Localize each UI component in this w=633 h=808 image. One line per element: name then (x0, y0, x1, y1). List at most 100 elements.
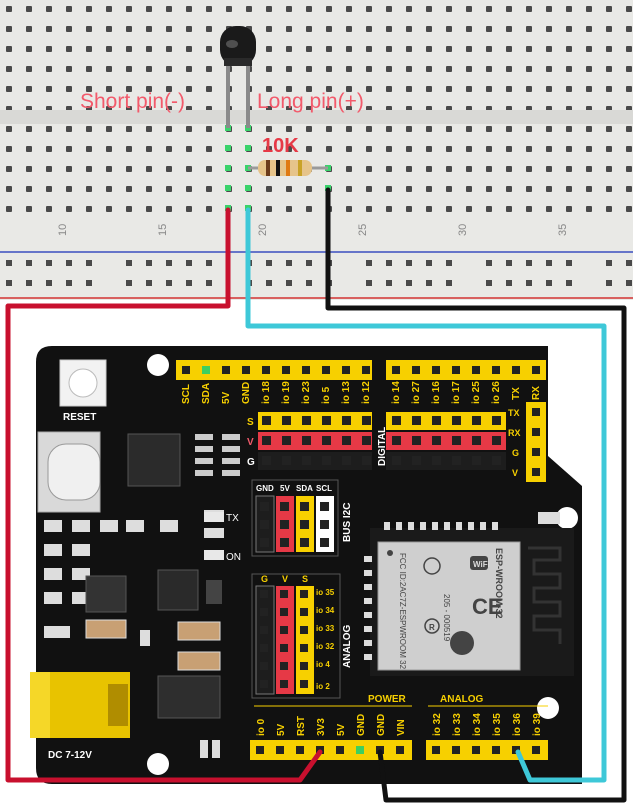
pin-hole (432, 436, 441, 445)
pin-hole (280, 520, 289, 529)
pin-hole (260, 520, 269, 529)
resistor (248, 160, 328, 176)
column-number: 30 (457, 224, 469, 236)
pin-hole (300, 538, 309, 547)
pin-hole (566, 260, 572, 266)
pin-hole (300, 590, 308, 598)
pin-hole (126, 280, 132, 286)
pin-hole (406, 280, 412, 286)
pin-label: 5V (221, 391, 232, 404)
pin-hole (260, 680, 268, 688)
pin-hole (300, 502, 309, 511)
analog-block (251, 573, 341, 699)
dc-label: DC 7-12V (48, 750, 92, 761)
pin-label: io 27 (411, 381, 422, 404)
column-number: 25 (357, 224, 369, 236)
power-label: POWER (368, 694, 407, 705)
pin-hole (392, 416, 401, 425)
power-pin-label: 5V (276, 723, 287, 736)
top-header-labels: SCL SDA 5V GND io 18 io 19 io 23 io 5 io… (181, 381, 542, 404)
pin-label: io 14 (391, 381, 402, 404)
pin-hole (300, 644, 308, 652)
i2c-header-label: 5V (280, 484, 290, 493)
tx-led (204, 512, 224, 522)
pin-label: SDA (201, 383, 212, 404)
pin-hole (392, 456, 401, 465)
pin-hole (506, 260, 512, 266)
analog-block-title: ANALOG (342, 624, 353, 668)
column-number: 15 (157, 224, 169, 236)
analog-bottom-pin-label: io 39 (532, 713, 543, 736)
pin-hole (342, 456, 351, 465)
reset-button[interactable] (59, 359, 107, 407)
pin-label: RX (531, 386, 542, 400)
pin-hole (302, 416, 311, 425)
module-code: 205 - 000519 (442, 594, 451, 642)
pin-hole (392, 436, 401, 445)
analog-pin-label: io 32 (316, 642, 335, 651)
module-name: ESP-WROOM-32 (494, 548, 504, 619)
pin-hole (452, 436, 461, 445)
pin-hole (206, 260, 212, 266)
pin-label: io 18 (261, 381, 272, 404)
pin-hole (362, 456, 371, 465)
pin-hole (280, 680, 288, 688)
on-led-label: ON (226, 552, 241, 563)
pin-hole (280, 662, 288, 670)
pin-hole (426, 260, 432, 266)
pin-hole (260, 626, 268, 634)
pin-hole (526, 260, 532, 266)
power-rail-holes (6, 260, 632, 286)
power-pin-label: 3V3 (316, 718, 327, 736)
pin-hole (286, 260, 292, 266)
sensor-component (220, 26, 256, 128)
pin-hole (260, 608, 268, 616)
pin-hole (302, 436, 311, 445)
pin-hole (282, 416, 291, 425)
pin-hole (300, 680, 308, 688)
pin-hole (146, 260, 152, 266)
pin-hole (26, 260, 32, 266)
power-pin-label: GND (356, 714, 367, 736)
pin-hole (626, 280, 632, 286)
row-label-g: G (247, 457, 255, 468)
pin-hole (320, 520, 329, 529)
pin-hole (260, 538, 269, 547)
pin-hole (86, 280, 92, 286)
breadboard: 10 15 20 25 30 35 (0, 0, 633, 300)
pin-label: io 13 (341, 381, 352, 404)
pin-label: SCL (181, 384, 192, 404)
pin-hole (6, 280, 12, 286)
power-pin-label: RST (296, 716, 307, 736)
pin-label: io 17 (451, 381, 462, 404)
digital-label: DIGITAL (377, 427, 388, 466)
i2c-header-label: SCL (316, 484, 332, 493)
pin-hole (412, 416, 421, 425)
pin-hole (366, 260, 372, 266)
pin-hole (386, 260, 392, 266)
pin-hole (566, 280, 572, 286)
pin-hole (432, 416, 441, 425)
pin-hole (26, 280, 32, 286)
pin-hole (446, 260, 452, 266)
pin-hole (280, 626, 288, 634)
pin-hole (126, 260, 132, 266)
pin-hole (412, 436, 421, 445)
analog-header (426, 740, 548, 760)
pin-hole (322, 416, 331, 425)
pin-label: GND (241, 382, 252, 404)
wire-black (325, 187, 627, 803)
pin-hole (262, 436, 271, 445)
pin-hole (306, 280, 312, 286)
pin-hole (280, 538, 289, 547)
uart-label: TX (508, 408, 520, 418)
top-header-left (176, 360, 372, 380)
reset-label: RESET (63, 412, 96, 423)
pin-hole (306, 260, 312, 266)
pin-hole (322, 456, 331, 465)
pin-label: io 26 (491, 381, 502, 404)
pin-hole (472, 416, 481, 425)
pin-hole (320, 502, 329, 511)
wire-cyan (245, 207, 607, 783)
tx-led-label: TX (226, 513, 239, 524)
